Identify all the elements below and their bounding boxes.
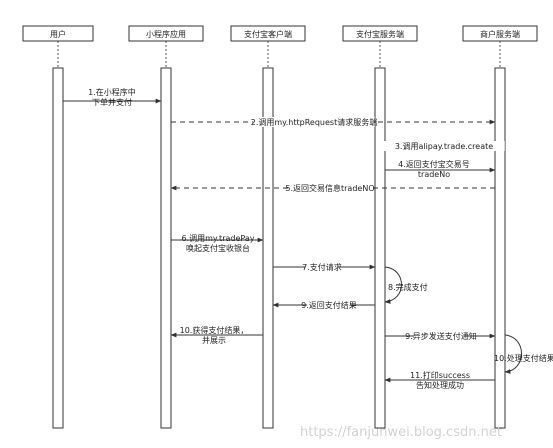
message-label-1: 1.在小程序中 (88, 87, 136, 97)
message-label-10: 10.获得支付结果， (180, 325, 249, 335)
message-12: 10.处理支付结果 (494, 334, 553, 374)
message-9: 9.返回支付结果 (272, 300, 375, 310)
participant-label-miniapp: 小程序应用 (146, 29, 186, 39)
activation-bar-alipay_client (262, 67, 274, 429)
message-label-3: 3.调用alipay.trade.create (395, 142, 493, 151)
message-label-bg-3 (383, 141, 505, 151)
watermark: https://fanjunwei.blog.csdn.net (300, 425, 502, 440)
message-label-bg-5 (290, 183, 370, 193)
message-label-bg-9 (307, 300, 351, 310)
message-label-6: 唤起支付宝收银台 (186, 243, 250, 253)
participant-box-alipay_client (230, 25, 306, 42)
message-label-6: 6.调用my.tradePay (182, 234, 255, 243)
message-8: 8.完成支付 (384, 266, 428, 304)
message-2: 2.调用my.httpRequest请求服务端 (171, 117, 496, 127)
message-label-9: 9.返回支付结果 (301, 300, 357, 310)
message-label-4: 4.返回支付宝交易号 (398, 159, 470, 169)
message-label-2: 2.调用my.httpRequest请求服务端 (251, 117, 377, 127)
message-10: 10.获得支付结果，并展示 (170, 325, 263, 345)
message-label-5: 5.返回交易信息tradeNO (285, 183, 374, 193)
message-label-bg-11 (414, 331, 468, 341)
message-5: 5.返回交易信息tradeNO (170, 183, 495, 193)
message-label-bg-7 (305, 262, 339, 272)
message-arrow-8 (384, 266, 402, 304)
participant-box-alipay_server (342, 25, 418, 42)
participant-box-merchant_server (462, 25, 538, 42)
participant-box-miniapp (128, 25, 204, 42)
message-arrow-12 (504, 334, 522, 374)
message-label-11: 9.异步发送支付通知 (405, 331, 477, 341)
message-label-8: 8.完成支付 (388, 282, 428, 292)
message-label-bg-2 (253, 117, 375, 127)
message-label-12: 10.处理支付结果 (494, 353, 553, 363)
participant-label-user: 用户 (50, 29, 66, 39)
message-label-1: 下单并支付 (92, 97, 132, 107)
message-label-4: tradeNo (418, 170, 450, 179)
message-label-7: 7.支付请求 (302, 262, 342, 272)
activation-bar-miniapp (160, 67, 172, 429)
message-11: 9.异步发送支付通知 (385, 331, 496, 341)
message-3: 3.调用alipay.trade.create (383, 141, 505, 151)
message-label-10: 并展示 (202, 335, 226, 345)
participant-label-alipay_server: 支付宝服务端 (356, 29, 404, 39)
participant-label-merchant_server: 商户服务端 (480, 29, 520, 39)
message-7: 7.支付请求 (273, 262, 376, 272)
participant-label-alipay_client: 支付宝客户端 (244, 29, 292, 39)
message-label-13: 告知处理成功 (416, 380, 464, 390)
message-label-13: 11.打印success (410, 370, 470, 380)
participant-box-user (22, 25, 94, 42)
activation-bar-merchant_server (494, 67, 506, 429)
activation-bar-user (52, 67, 64, 429)
activation-bar-alipay_server (374, 67, 386, 429)
